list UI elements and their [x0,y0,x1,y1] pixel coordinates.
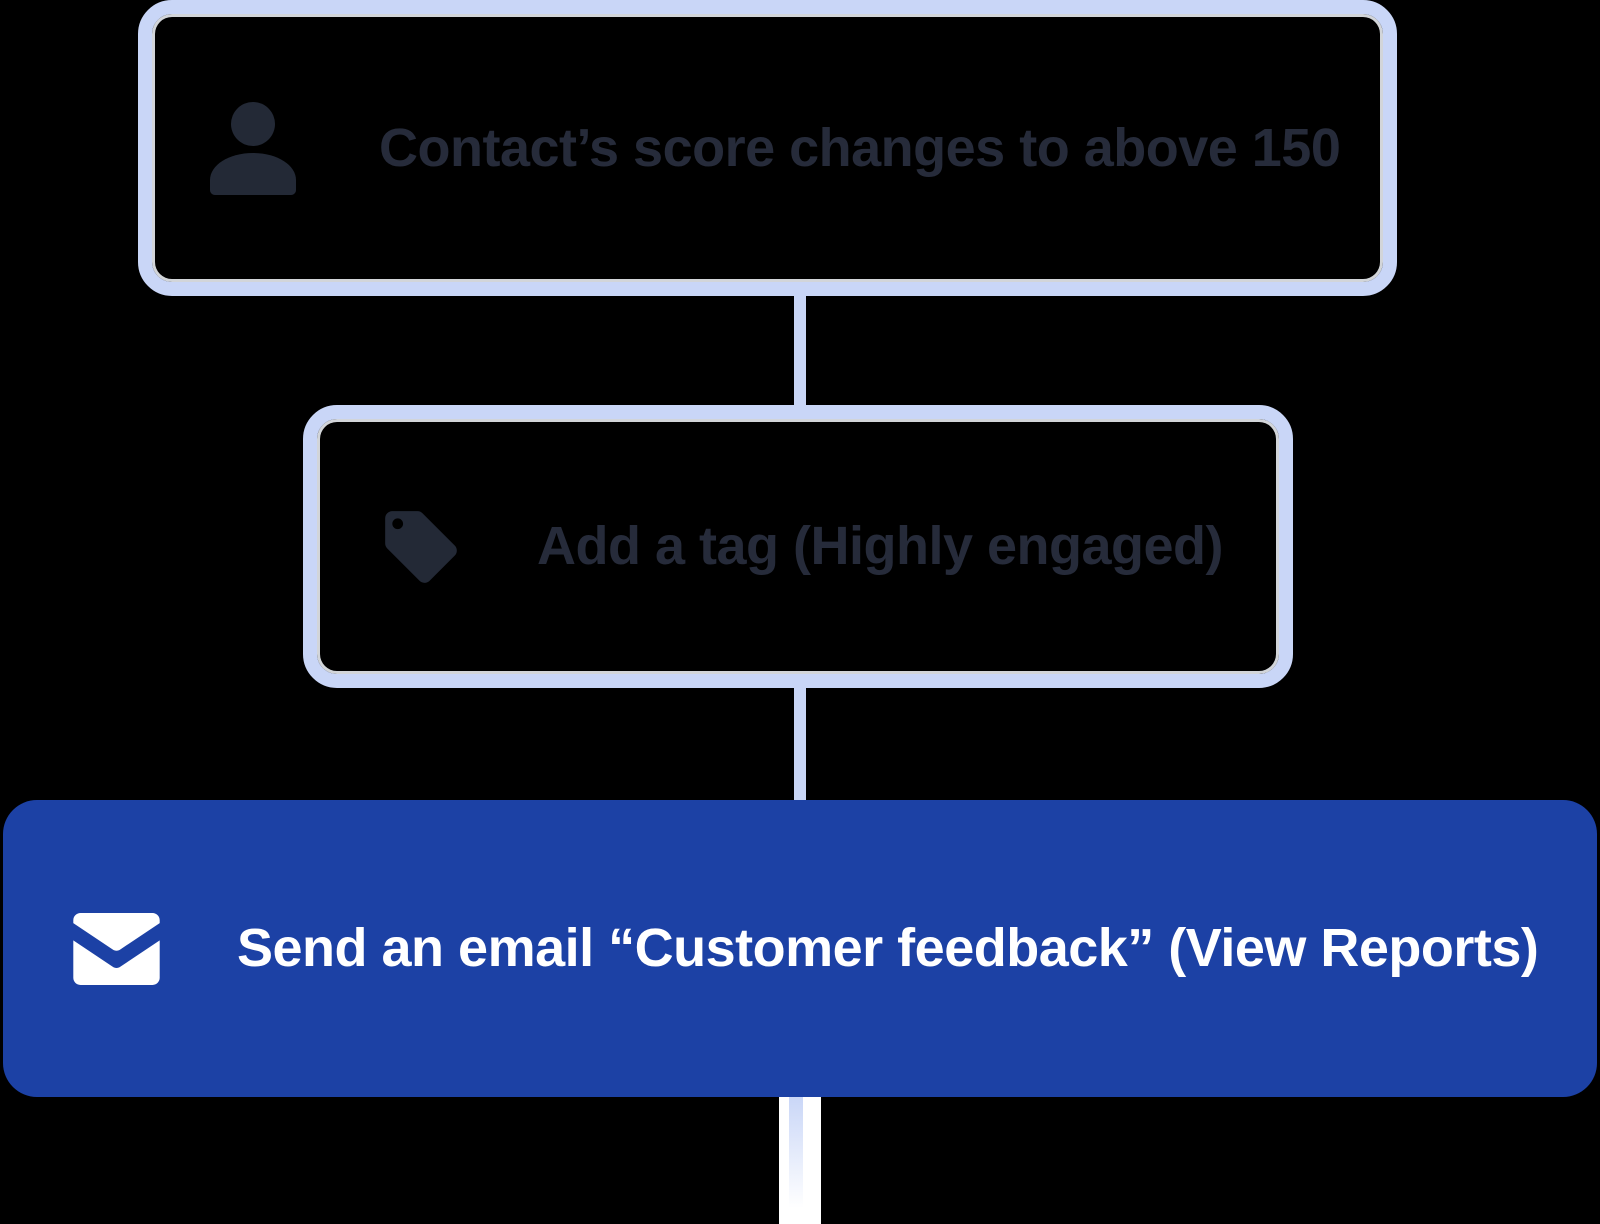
email-icon [73,912,160,985]
node-label: Contact’s score changes to above 150 [379,117,1341,178]
tag-icon [378,504,464,590]
connector-tail-track [779,1096,821,1224]
node-label: Add a tag (Highly engaged) [537,516,1224,577]
workflow-node-add-tag[interactable]: Add a tag (Highly engaged) [303,405,1293,688]
workflow-node-trigger-score[interactable]: Contact’s score changes to above 150 [138,0,1397,296]
connector-tag-to-email [794,686,806,802]
workflow-node-send-email[interactable]: Send an email “Customer feedback” (View … [3,800,1597,1097]
connector-trigger-to-tag [794,294,806,407]
node-label: Send an email “Customer feedback” (View … [237,918,1539,979]
person-icon [205,101,301,195]
connector-tail-line [789,1096,803,1208]
